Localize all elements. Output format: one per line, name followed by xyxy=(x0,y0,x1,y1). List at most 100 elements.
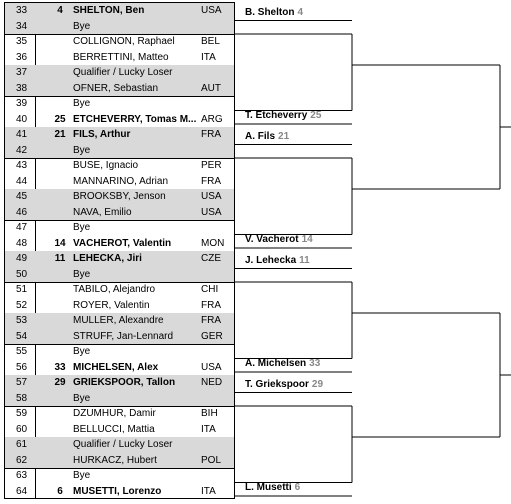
winner-seed: 29 xyxy=(311,378,324,390)
winner-seed: 6 xyxy=(294,482,301,493)
country-code: GER xyxy=(201,330,223,342)
player-name: VACHEROT, Valentin xyxy=(73,237,172,249)
winner-seed: 11 xyxy=(299,254,310,266)
player-name: ETCHEVERRY, Tomas M... xyxy=(73,113,197,125)
seed-number: 14 xyxy=(54,237,66,249)
draw-position: 59 xyxy=(16,408,28,419)
player-name: BUSE, Ignacio xyxy=(73,160,139,171)
player-name: HURKACZ, Hubert xyxy=(73,454,157,466)
player-name: Bye xyxy=(73,222,91,233)
draw-position: 45 xyxy=(16,191,28,202)
draw-position: 43 xyxy=(16,160,28,171)
country-code: FRA xyxy=(201,129,221,140)
seed-number: 25 xyxy=(54,113,66,125)
country-code: FRA xyxy=(201,315,221,326)
match-divider xyxy=(5,158,234,159)
player-name: Qualifier / Lucky Loser xyxy=(73,439,173,450)
winner-name: T. Griekspoor xyxy=(245,378,309,390)
draw-position: 38 xyxy=(16,82,28,94)
draw-position: 35 xyxy=(16,36,28,47)
winner-seed: 14 xyxy=(301,234,313,245)
player-name: BELLUCCI, Mattia xyxy=(73,423,155,435)
player-name: BROOKSBY, Jenson xyxy=(73,191,166,202)
country-code: USA xyxy=(201,206,222,218)
winner-seed: 25 xyxy=(310,110,322,121)
draw-position: 51 xyxy=(16,284,28,295)
player-name: Bye xyxy=(73,346,91,357)
draw-row: 60 BELLUCCI, Mattia ITA xyxy=(5,422,234,438)
match-divider xyxy=(5,468,234,469)
match-divider xyxy=(5,220,234,221)
match-divider xyxy=(5,406,234,407)
draw-position: 42 xyxy=(16,144,28,156)
player-name: ROYER, Valentin xyxy=(73,299,150,311)
country-code: FRA xyxy=(201,299,221,311)
draw-row: 54 STRUFF, Jan-Lennard GER xyxy=(5,328,234,344)
country-code: CZE xyxy=(201,253,221,264)
draw-position: 60 xyxy=(16,423,28,435)
player-name: LEHECKA, Jiri xyxy=(73,253,142,264)
country-code: CHI xyxy=(201,284,219,295)
winner-name: T. Etcheverry xyxy=(245,110,308,121)
draw-position: 47 xyxy=(16,222,28,233)
match-divider xyxy=(5,282,234,283)
draw-position: 44 xyxy=(16,175,28,187)
player-name: Bye xyxy=(73,20,91,32)
player-name: Qualifier / Lucky Loser xyxy=(73,67,173,78)
seed-number: 6 xyxy=(57,485,63,497)
draw-position: 54 xyxy=(16,330,28,342)
draw-position: 39 xyxy=(16,98,28,109)
player-name: STRUFF, Jan-Lennard xyxy=(73,330,174,342)
winner-name: A. Michelsen xyxy=(245,358,307,369)
match-divider xyxy=(5,96,234,97)
draw-row: 55 Bye xyxy=(5,344,234,360)
player-name: DZUMHUR, Damir xyxy=(73,408,156,419)
player-name: MULLER, Alexandre xyxy=(73,315,164,326)
player-name: Bye xyxy=(73,144,91,156)
country-code: USA xyxy=(201,191,222,202)
country-code: ARG xyxy=(201,113,223,125)
country-code: ITA xyxy=(201,423,216,435)
draw-position: 62 xyxy=(16,454,28,466)
winner-name: L. Musetti xyxy=(245,482,292,493)
player-name: NAVA, Emilio xyxy=(73,206,132,218)
player-name: GRIEKSPOOR, Tallon xyxy=(73,377,176,388)
player-name: Bye xyxy=(73,268,91,280)
column-divider xyxy=(35,3,36,498)
seed-number: 11 xyxy=(54,253,66,264)
country-code: NED xyxy=(201,377,223,388)
country-code: FRA xyxy=(201,175,221,187)
country-code: ITA xyxy=(201,51,216,63)
winner-seed: 21 xyxy=(278,130,290,142)
player-name: COLLIGNON, Raphael xyxy=(73,36,175,47)
seed-number: 21 xyxy=(54,129,66,140)
match-divider xyxy=(5,34,234,35)
draw-position: 56 xyxy=(16,361,28,373)
draw-row: 45 BROOKSBY, Jenson USA xyxy=(5,189,234,205)
player-name: Bye xyxy=(73,470,91,481)
country-code: USA xyxy=(201,361,222,373)
country-code: BEL xyxy=(201,36,220,47)
winner-name: V. Vacherot xyxy=(245,234,299,245)
draw-position: 55 xyxy=(16,346,28,357)
player-name: Bye xyxy=(73,98,91,109)
